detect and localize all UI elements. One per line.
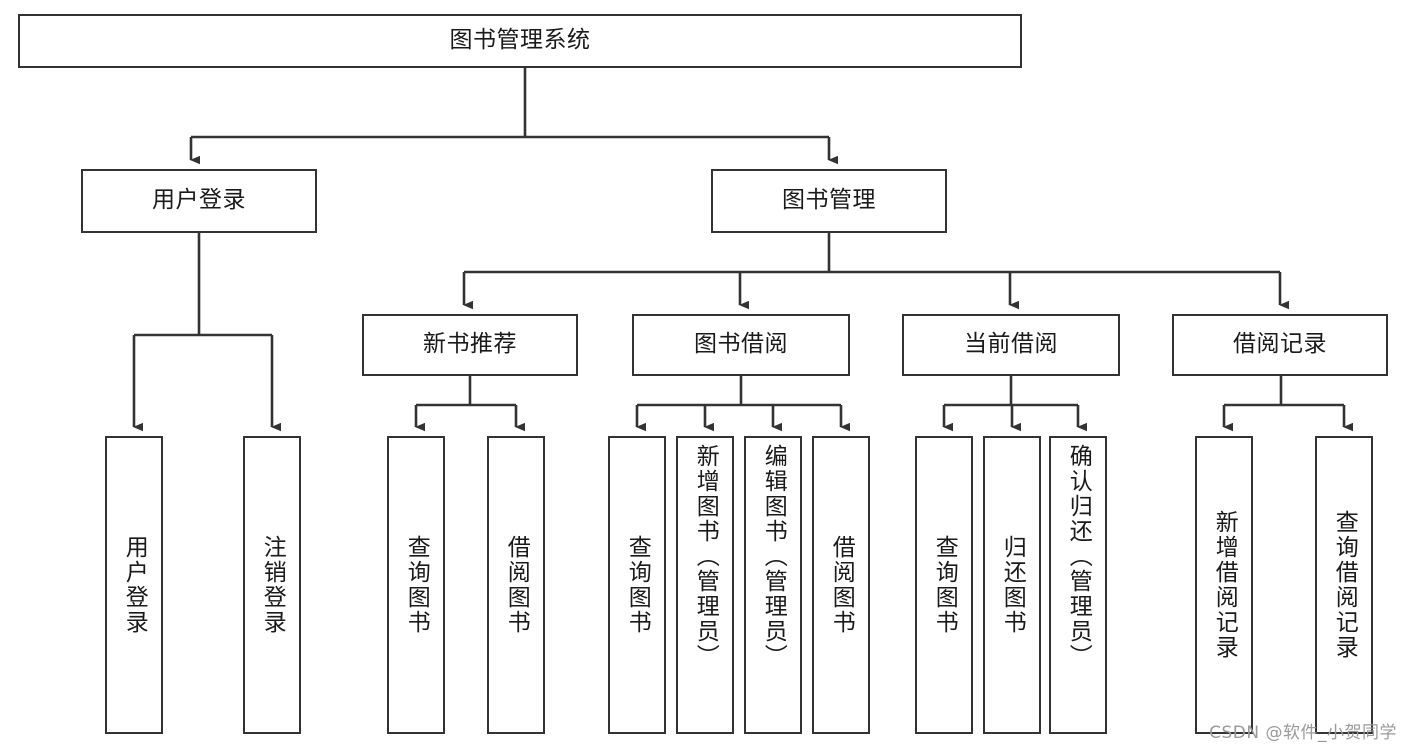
leaf-user-login[interactable]: 用户登录 — [105, 436, 163, 734]
leaf-query-book-current-label: 查询图书 — [931, 535, 958, 635]
leaf-query-book-borrow[interactable]: 查询图书 — [608, 436, 666, 734]
leaf-query-borrow-record-label: 查询借阅记录 — [1331, 510, 1358, 660]
leaf-edit-book-admin-label: 编辑图书（管理员） — [760, 444, 787, 669]
leaf-return-book-label: 归还图书 — [999, 535, 1026, 635]
leaf-borrow-book-new-label: 借阅图书 — [503, 535, 530, 635]
leaf-query-book-current[interactable]: 查询图书 — [915, 436, 973, 734]
node-book-management-label: 图书管理 — [782, 187, 876, 214]
leaf-logout-label: 注销登录 — [259, 535, 286, 635]
leaf-user-login-label: 用户登录 — [121, 535, 148, 635]
leaf-return-book[interactable]: 归还图书 — [983, 436, 1041, 734]
leaf-query-borrow-record[interactable]: 查询借阅记录 — [1315, 436, 1373, 734]
node-book-management[interactable]: 图书管理 — [711, 169, 947, 233]
leaf-edit-book-admin[interactable]: 编辑图书（管理员） — [744, 436, 802, 734]
node-borrow-record-label: 借阅记录 — [1233, 331, 1327, 358]
node-root[interactable]: 图书管理系统 — [18, 14, 1022, 68]
node-book-borrow-label: 图书借阅 — [694, 331, 788, 358]
node-current-borrow[interactable]: 当前借阅 — [902, 314, 1120, 376]
node-new-book-recommend-label: 新书推荐 — [423, 331, 517, 358]
leaf-lend-book-label: 借阅图书 — [828, 535, 855, 635]
node-root-label: 图书管理系统 — [449, 27, 591, 54]
leaf-confirm-return-admin-label: 确认归还（管理员） — [1065, 444, 1092, 669]
leaf-borrow-book-new[interactable]: 借阅图书 — [487, 436, 545, 734]
leaf-confirm-return-admin[interactable]: 确认归还（管理员） — [1049, 436, 1107, 734]
node-user-login[interactable]: 用户登录 — [81, 169, 317, 233]
leaf-query-book-new[interactable]: 查询图书 — [387, 436, 445, 734]
leaf-add-book-admin[interactable]: 新增图书（管理员） — [676, 436, 734, 734]
leaf-lend-book[interactable]: 借阅图书 — [812, 436, 870, 734]
node-user-login-label: 用户登录 — [152, 187, 246, 214]
leaf-query-book-new-label: 查询图书 — [403, 535, 430, 635]
leaf-query-book-borrow-label: 查询图书 — [624, 535, 651, 635]
leaf-add-borrow-record-label: 新增借阅记录 — [1211, 510, 1238, 660]
node-book-borrow[interactable]: 图书借阅 — [632, 314, 850, 376]
leaf-add-borrow-record[interactable]: 新增借阅记录 — [1195, 436, 1253, 734]
node-new-book-recommend[interactable]: 新书推荐 — [362, 314, 578, 376]
leaf-add-book-admin-label: 新增图书（管理员） — [692, 444, 719, 669]
leaf-logout[interactable]: 注销登录 — [243, 436, 301, 734]
node-current-borrow-label: 当前借阅 — [964, 331, 1058, 358]
node-borrow-record[interactable]: 借阅记录 — [1172, 314, 1388, 376]
